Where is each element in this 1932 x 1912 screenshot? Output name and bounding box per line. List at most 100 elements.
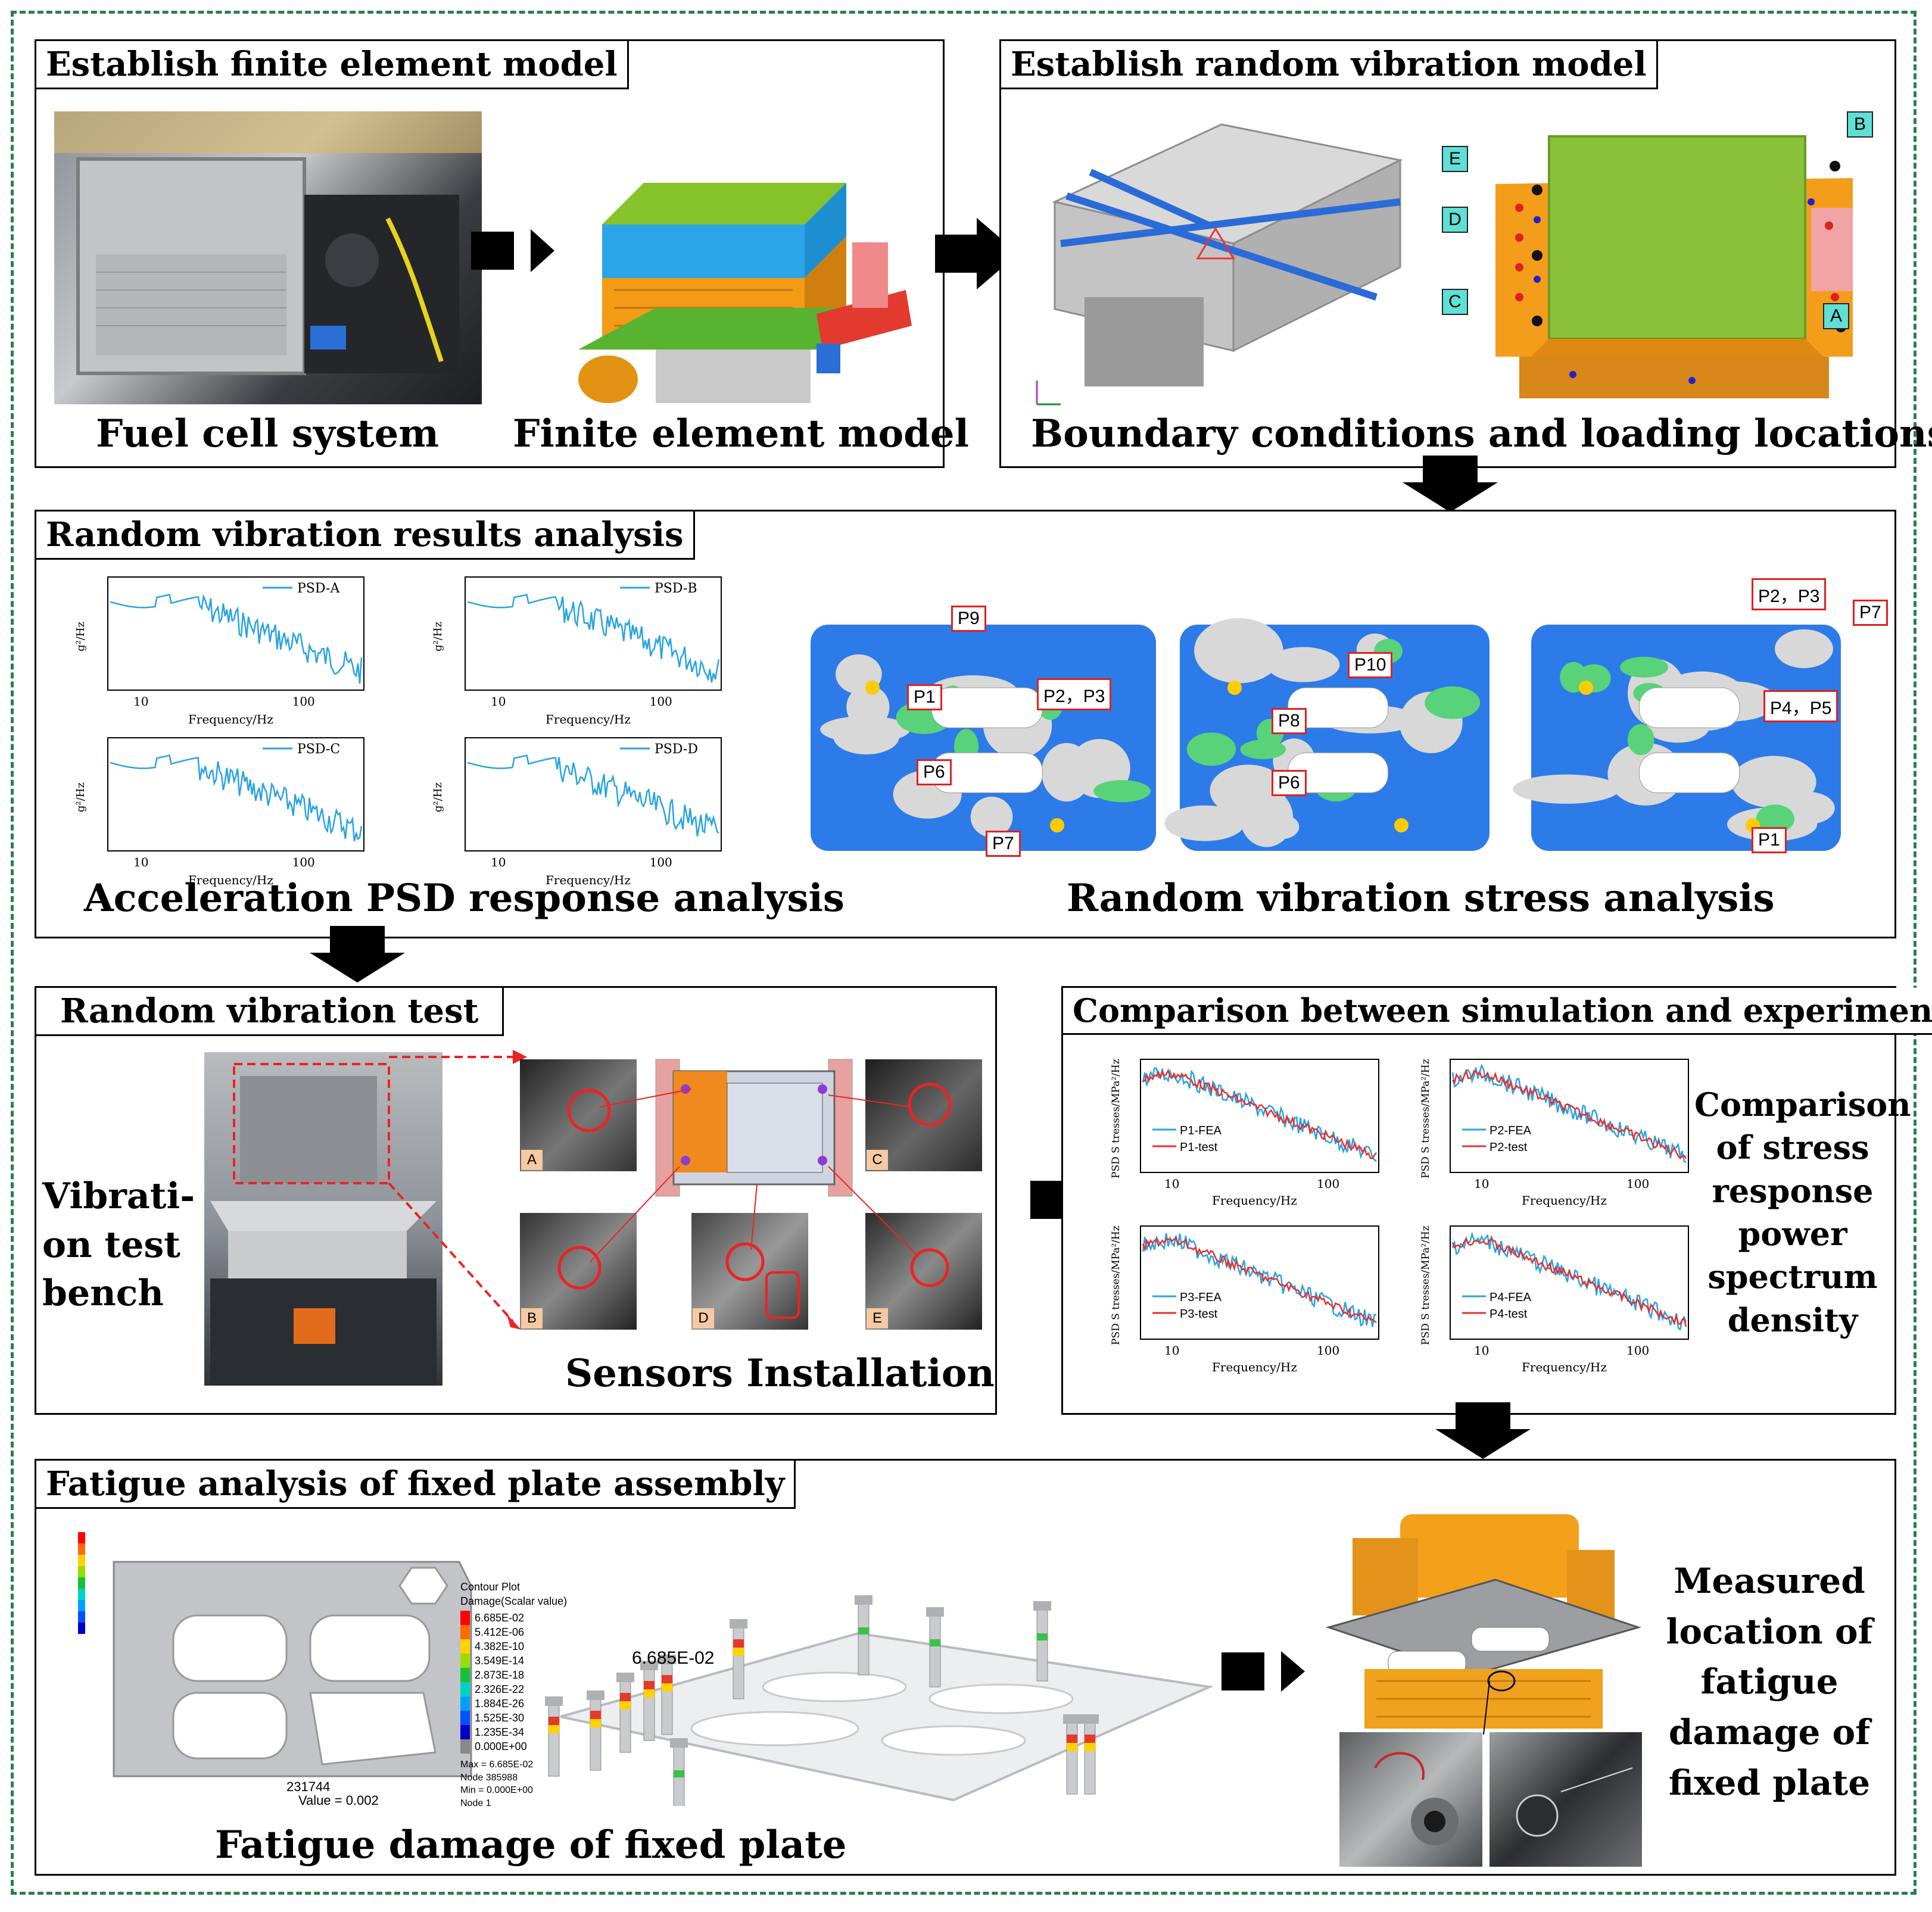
outer-dashed-frame bbox=[11, 11, 1917, 1895]
caption-acceleration-psd: Acceleration PSD response analysis bbox=[84, 876, 845, 921]
bolt-shaft bbox=[1036, 1609, 1048, 1682]
stress-label-p2-p3b: P2，P3 bbox=[1752, 578, 1827, 610]
cmp-x-tick: 10 bbox=[1474, 1343, 1489, 1358]
psd-x-tick: 100 bbox=[650, 855, 672, 869]
cmp-legend-label: P3-FEA bbox=[1180, 1291, 1222, 1304]
stress-region bbox=[820, 716, 911, 743]
bolt bbox=[926, 1607, 944, 1688]
cmp-legend-label: P4-test bbox=[1489, 1308, 1528, 1321]
bolt-damage bbox=[930, 1639, 940, 1646]
fuel-cell-photo-art bbox=[54, 111, 482, 375]
cmp-x-tick: 10 bbox=[1164, 1177, 1179, 1191]
caption-fuel-cell-system: Fuel cell system bbox=[96, 411, 439, 456]
stress-hotspot bbox=[1579, 681, 1593, 695]
panel-title: Establish finite element model bbox=[36, 41, 629, 89]
bolt-damage bbox=[549, 1725, 559, 1733]
psd-axes bbox=[465, 576, 722, 691]
panel-title: Fatigue analysis of fixed plate assembly bbox=[36, 1461, 796, 1509]
stress-region bbox=[1164, 805, 1245, 841]
stress-region bbox=[1093, 780, 1151, 803]
legend-swatch bbox=[460, 1696, 470, 1711]
bolt bbox=[1033, 1601, 1051, 1682]
stress-label-p9: P9 bbox=[951, 606, 986, 632]
psd-series-line bbox=[467, 593, 720, 683]
sensor-tag-b: B bbox=[521, 1308, 543, 1328]
bolt-head bbox=[587, 1690, 604, 1700]
stress-label-p6b: P6 bbox=[1272, 770, 1307, 796]
cmp-x-label: Frequency/Hz bbox=[1522, 1193, 1607, 1208]
plate-hole bbox=[1639, 752, 1740, 793]
bolt-head bbox=[926, 1607, 944, 1617]
bolt-damage bbox=[644, 1689, 655, 1698]
cmp-y-label: PSD S tresses/MPa²/Hz bbox=[1110, 1059, 1122, 1178]
stress-region bbox=[1186, 732, 1236, 766]
sensor-link-lines bbox=[590, 1088, 918, 1262]
stress-label-p4-p5: P4，P5 bbox=[1763, 690, 1838, 722]
psd-x-tick: 100 bbox=[292, 855, 315, 869]
bolt bbox=[640, 1661, 658, 1741]
psd-y-label: g²/Hz bbox=[74, 622, 87, 651]
bolt-shaft bbox=[643, 1668, 655, 1741]
psd-axes bbox=[107, 576, 364, 691]
stress-region bbox=[1194, 618, 1283, 684]
stress-region bbox=[1619, 656, 1669, 678]
psd-x-tick: 10 bbox=[491, 855, 506, 869]
arrow-right-icon bbox=[471, 229, 554, 272]
caption-fatigue-damage: Fatigue damage of fixed plate bbox=[215, 1823, 847, 1867]
bolt-shaft bbox=[733, 1627, 744, 1699]
plate-assembly-drawing bbox=[650, 1053, 858, 1202]
finite-element-model-render bbox=[566, 111, 924, 409]
panel-fatigue-analysis: Fatigue analysis of fixed plate assembly… bbox=[35, 1459, 1896, 1876]
psd-x-tick: 10 bbox=[133, 855, 148, 869]
psd-y-label: g²/Hz bbox=[432, 782, 444, 812]
legend-value: 0.000E+00 bbox=[475, 1741, 527, 1752]
psd-x-label: Frequency/Hz bbox=[546, 873, 631, 887]
stress-hotspot bbox=[865, 681, 880, 695]
arrow-down-icon bbox=[310, 926, 405, 982]
cmp-axes bbox=[1450, 1225, 1689, 1340]
arrow-down-icon bbox=[1435, 1402, 1531, 1459]
psd-x-label: Frequency/Hz bbox=[546, 712, 631, 726]
damage-photo-2 bbox=[1489, 1732, 1642, 1867]
cmp-axes bbox=[1140, 1225, 1379, 1340]
fe-model-art bbox=[578, 183, 912, 403]
cmp-test-line bbox=[1142, 1236, 1377, 1323]
bolt-shaft bbox=[590, 1698, 602, 1771]
bolt bbox=[730, 1619, 747, 1699]
bolt bbox=[670, 1738, 688, 1819]
caption-sensors-installation: Sensors Installation bbox=[565, 1351, 995, 1396]
bolt-head bbox=[545, 1696, 563, 1706]
caption-finite-element-model: Finite element model bbox=[513, 411, 969, 456]
plate-with-bolts-render bbox=[525, 1568, 1239, 1819]
stress-contour-art bbox=[811, 618, 1841, 851]
bolts-art bbox=[545, 1595, 1214, 1819]
location-tag-c: C bbox=[1442, 289, 1468, 315]
cmp-x-tick: 100 bbox=[1626, 1343, 1649, 1358]
location-tag-b: B bbox=[1847, 111, 1873, 138]
cmp-test-line bbox=[1451, 1237, 1687, 1327]
cmp-x-tick: 10 bbox=[1164, 1343, 1179, 1358]
fuel-cell-system-photo bbox=[54, 111, 482, 404]
stress-region bbox=[1627, 724, 1654, 756]
bolt-head bbox=[658, 1655, 676, 1664]
bolt-shaft bbox=[661, 1663, 673, 1735]
plate-hole bbox=[1288, 687, 1389, 728]
stress-hotspot bbox=[1227, 681, 1242, 695]
cmp-legend-label: P1-test bbox=[1180, 1141, 1218, 1154]
stress-label-p10: P10 bbox=[1348, 652, 1393, 678]
psd-x-label: Frequency/Hz bbox=[188, 712, 273, 726]
stress-region bbox=[1425, 686, 1481, 719]
panel-title: Establish random vibration model bbox=[1001, 41, 1658, 89]
psd-x-tick: 100 bbox=[650, 694, 672, 709]
stress-label-p1b: P1 bbox=[1752, 827, 1787, 853]
bolt bbox=[1063, 1714, 1081, 1795]
panel-comparison: Comparison between simulation and experi… bbox=[1061, 986, 1932, 1415]
small-legend-art bbox=[78, 1532, 85, 1634]
legend-value: 1.235E-34 bbox=[475, 1726, 524, 1738]
legend-value: 2.326E-22 bbox=[475, 1683, 524, 1695]
sensor-tag-d: D bbox=[693, 1308, 714, 1328]
